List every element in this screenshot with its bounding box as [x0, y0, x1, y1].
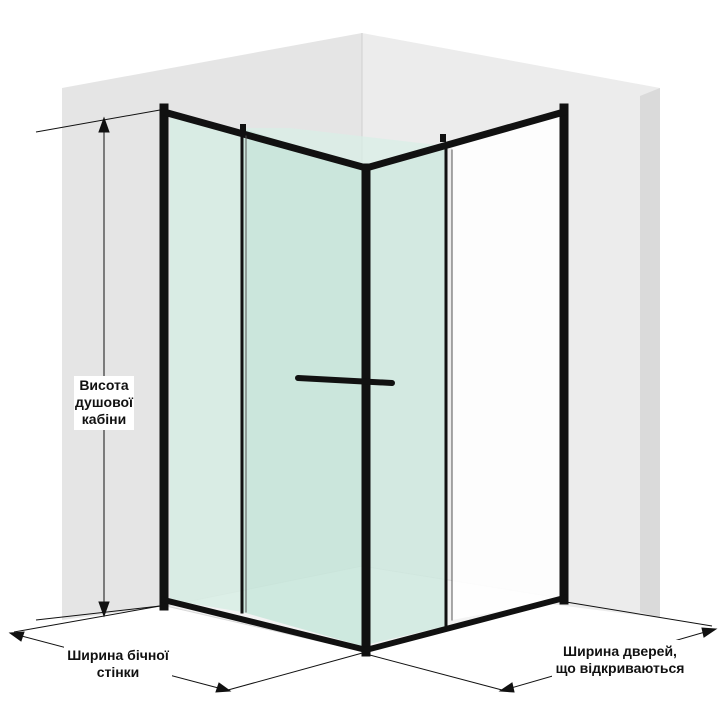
height-label-group: Висота душової кабіни	[74, 376, 134, 430]
height-label-line-3: кабіни	[82, 411, 126, 427]
door-width-label-group: Ширина дверей, що відкриваються	[552, 640, 690, 678]
left-fixed-glass	[170, 118, 242, 612]
door-width-extension-left	[365, 653, 503, 691]
side-width-label-line-2: стінки	[97, 664, 140, 680]
height-arrow-bottom	[98, 601, 110, 618]
right-roller	[440, 134, 446, 142]
right-top-rail	[361, 107, 569, 173]
left-bottom-rail	[160, 596, 370, 654]
height-label-line-2: душової	[75, 394, 134, 410]
door-handle	[295, 375, 395, 386]
glass-panels	[170, 112, 560, 646]
side-width-label-line-1: Ширина бічної	[67, 647, 170, 663]
door-width-extension-right	[565, 601, 713, 627]
height-extension-bottom	[35, 605, 161, 621]
cabin-frame	[159, 103, 569, 657]
door-width-arrow-left	[498, 682, 515, 693]
height-arrow-top	[98, 116, 110, 133]
side-width-label-group: Ширина бічної стінки	[64, 644, 172, 682]
right-sliding-glass	[370, 146, 446, 644]
right-bottom-rail	[362, 594, 568, 654]
left-roller	[240, 124, 246, 132]
left-top-rail	[159, 107, 371, 173]
height-extension-top	[35, 109, 161, 133]
side-width-arrow-left	[8, 631, 25, 642]
right-wall-edge	[640, 88, 660, 618]
door-width-label-line-1: Ширина дверей,	[563, 643, 677, 659]
height-label-line-1: Висота	[79, 377, 129, 393]
door-width-label-line-2: що відкриваються	[556, 660, 685, 676]
door-width-arrow-right	[701, 627, 718, 638]
side-width-extension-left	[13, 605, 161, 633]
right-fixed-glass	[452, 112, 560, 620]
side-width-extension-right	[227, 651, 367, 691]
side-width-arrow-right	[215, 682, 232, 693]
left-sliding-glass	[242, 128, 362, 646]
